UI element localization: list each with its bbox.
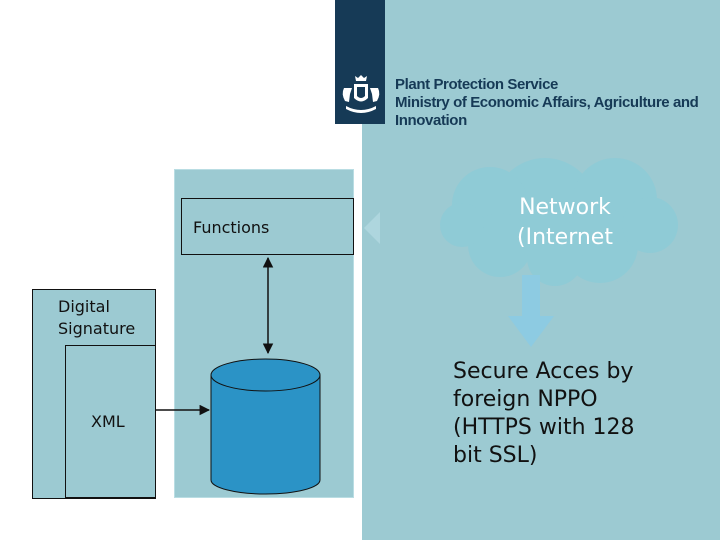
network-cloud <box>440 158 678 286</box>
xml-box <box>65 345 156 498</box>
xml-label: XML <box>91 412 125 431</box>
organization-name: Plant Protection Service Ministry of Eco… <box>395 76 699 130</box>
network-line-1: Network <box>519 195 611 220</box>
secure-access-text: Secure Acces by foreign NPPO (HTTPS with… <box>453 358 715 470</box>
down-arrow <box>508 275 554 347</box>
org-line-1: Plant Protection Service <box>395 76 558 93</box>
secure-line-2: foreign NPPO <box>453 387 598 412</box>
org-line-3: Innovation <box>395 112 467 129</box>
coat-of-arms-icon <box>342 75 380 113</box>
signature-line-2: Signature <box>58 319 136 338</box>
functions-label: Functions <box>193 218 270 237</box>
functions-box: Functions <box>181 198 354 255</box>
secure-line-1: Secure Acces by <box>453 359 634 384</box>
digital-signature-label: Digital Signature <box>58 296 158 340</box>
cloud-pointer <box>364 212 380 244</box>
secure-line-3: (HTTPS with 128 <box>453 415 635 440</box>
network-line-2: (Internet <box>517 225 613 250</box>
network-label: Network (Internet <box>450 193 680 253</box>
database-icon <box>210 358 321 495</box>
logo-bar <box>335 0 385 124</box>
secure-line-4: bit SSL) <box>453 443 538 468</box>
org-line-2: Ministry of Economic Affairs, Agricultur… <box>395 94 699 111</box>
signature-line-1: Digital <box>58 297 110 316</box>
